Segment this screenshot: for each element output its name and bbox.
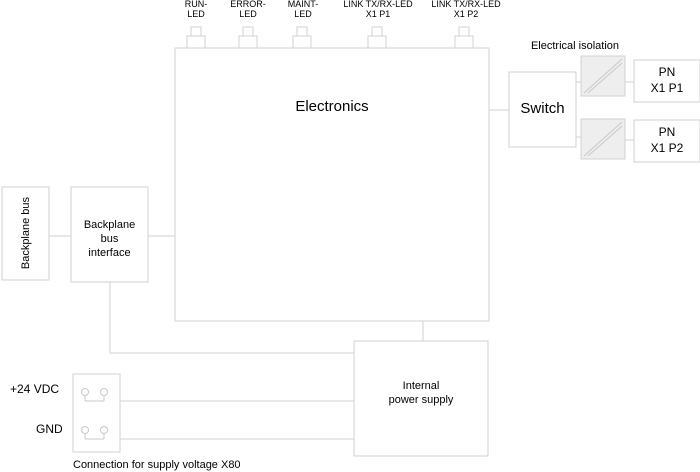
backplane-interface-label-line1: Backplane	[83, 219, 136, 231]
run-led-label-line2: LED	[187, 8, 205, 19]
error-led-symbol	[238, 26, 258, 49]
link-led-p2-label: LINK TX/RX-LED X1 P2	[424, 0, 508, 20]
vdc-label: +24 VDC	[10, 382, 60, 396]
backplane-interface-label-line2: bus	[100, 233, 119, 245]
port-p1-label-line2: X1 P1	[650, 81, 684, 95]
error-led-label: ERROR- LED	[224, 0, 272, 20]
error-led-label-line2: LED	[239, 8, 257, 19]
terminal-symbols	[81, 388, 108, 440]
power-supply-label-line1: Internal	[402, 380, 440, 392]
link-led-p1-label-line1: LINK TX/RX-LED	[343, 0, 413, 9]
backplane-interface-box	[70, 186, 149, 283]
port-p1-box	[633, 59, 700, 103]
link-led-p2-symbol	[454, 26, 474, 49]
port-p2-label: PN X1 P2	[634, 124, 700, 156]
isolation-symbol-p1	[580, 55, 626, 97]
electronics-box	[174, 47, 490, 322]
power-supply-label: Internal power supply	[354, 379, 488, 407]
maint-led-label-line1: MAINT-	[287, 0, 319, 9]
supply-connection-caption: Connection for supply voltage X80	[73, 459, 241, 471]
link-led-p1-label: LINK TX/RX-LED X1 P1	[336, 0, 420, 20]
port-p2-label-line1: PN	[658, 125, 676, 139]
connection-lines	[49, 81, 634, 440]
power-supply-box	[353, 340, 489, 457]
electronics-label: Electronics	[295, 98, 369, 115]
backplane-interface-label: Backplane bus interface	[71, 218, 148, 260]
run-led-symbol	[186, 26, 206, 49]
run-led-label: RUN- LED	[176, 0, 216, 20]
link-led-p1-symbol	[367, 26, 387, 49]
switch-label: Switch	[520, 100, 565, 117]
port-p2-box	[633, 119, 700, 163]
supply-connector-box	[72, 373, 121, 453]
link-led-p2-label-line1: LINK TX/RX-LED	[431, 0, 501, 9]
backplane-bus-box	[1, 186, 50, 281]
power-supply-label-line2: power supply	[388, 394, 454, 406]
port-p1-label-line1: PN	[658, 65, 676, 79]
switch-box	[508, 71, 577, 148]
maint-led-label: MAINT- LED	[280, 0, 326, 20]
isolation-symbol-p2	[580, 118, 626, 160]
port-p1-label: PN X1 P1	[634, 64, 700, 96]
error-led-label-line1: ERROR-	[230, 0, 266, 9]
backplane-interface-label-line3: interface	[88, 247, 131, 259]
port-p2-label-line2: X1 P2	[650, 141, 684, 155]
maint-led-label-line2: LED	[294, 8, 312, 19]
electrical-isolation-label: Electrical isolation	[530, 40, 620, 52]
link-led-p2-label-line2: X1 P2	[453, 8, 479, 19]
run-led-label-line1: RUN-	[184, 0, 208, 9]
backplane-bus-label: Backplane bus	[19, 196, 32, 270]
maint-led-symbol	[292, 26, 312, 49]
link-led-p1-label-line2: X1 P1	[365, 8, 391, 19]
gnd-label: GND	[36, 422, 63, 436]
